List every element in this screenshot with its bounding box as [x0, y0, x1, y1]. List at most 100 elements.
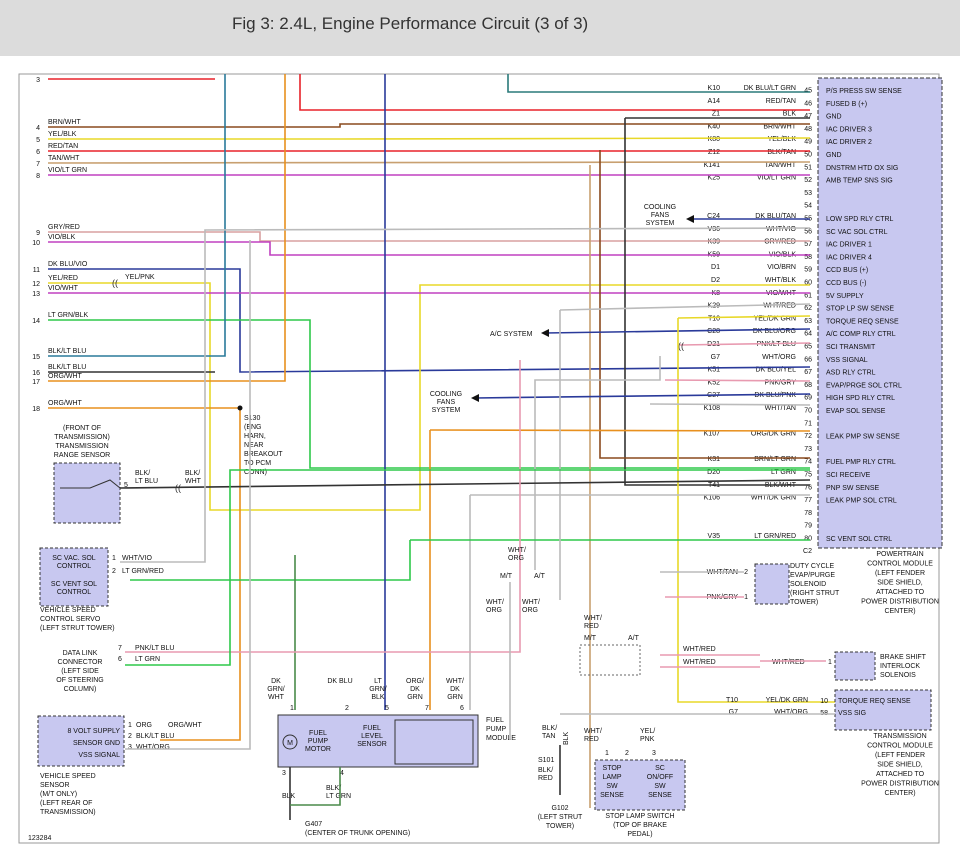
brake-wire-bottom: WHT/RED — [683, 659, 716, 666]
pcm-pin-label: SC VENT SOL CTRL — [826, 536, 892, 543]
pcm-wire-color: LT GRN/RED — [754, 533, 796, 540]
splice-s130 — [237, 405, 243, 411]
brake-shift-box — [834, 651, 876, 681]
wire-wht-org-vss — [534, 356, 661, 570]
splice-s130-label: HARN, — [244, 433, 266, 440]
pcm-pin-number: 63 — [804, 318, 812, 325]
wire-color-label: YEL/BLK — [48, 131, 77, 138]
pcm-pin-label: AMB TEMP SNS SIG — [826, 178, 893, 185]
wire-pnk-lt-blu-dlc — [125, 360, 521, 653]
pcm-wire-code: A14 — [708, 98, 721, 105]
fuel-pump-module — [277, 714, 479, 768]
blk-red-label: RED — [538, 775, 553, 782]
tcm-wire-color: WHT/ORG — [774, 709, 808, 716]
brake-wire-right: WHT/RED — [772, 659, 805, 666]
pcm-wire-code: T10 — [708, 315, 720, 322]
fuel-wire-label: GRN/ — [267, 686, 285, 693]
pcm-caption: SIDE SHIELD, — [877, 580, 923, 587]
pcm-pin-number: 77 — [804, 497, 812, 504]
wire-lt-grn-red — [130, 540, 411, 581]
dlc-label: DATA LINK — [63, 650, 98, 657]
yel-pnk-label: YEL/PNK — [125, 274, 155, 281]
pcm-pin-number: 62 — [804, 305, 812, 312]
connector-pin-number: 15 — [32, 354, 40, 361]
stop-mt-label: M/T — [584, 635, 597, 642]
pcm-pin-number: 48 — [804, 126, 812, 133]
pcm-pin-label: FUSED B (+) — [826, 101, 867, 108]
vss-pin: 2 — [128, 733, 132, 740]
servo-pin: 2 — [112, 568, 116, 575]
pcm-wire-color: GRY/RED — [764, 239, 796, 246]
pcm-wire-color: DK BLU/TAN — [755, 213, 796, 220]
pcm-wire-color: RED/TAN — [766, 98, 796, 105]
fuel-wire-label: LT — [374, 678, 382, 685]
mt-label: M/T — [500, 573, 513, 580]
servo-wire-color: LT GRN/RED — [122, 568, 164, 575]
s101-label: S101 — [538, 757, 554, 764]
pcm-wire-color: TAN/WHT — [765, 162, 797, 169]
evap-pin: 2 — [744, 569, 748, 576]
pcm-pin-number: 75 — [804, 472, 812, 479]
wire-color-label: BLK/LT BLU — [48, 364, 86, 371]
arrow-cooling-1 — [686, 215, 694, 223]
wht-org-left-label: WHT/ — [486, 599, 504, 606]
pcm-pin-number: 78 — [804, 510, 812, 517]
pcm-pin-label: ASD RLY CTRL — [826, 370, 876, 377]
tcm-caption: CENTER) — [884, 790, 915, 797]
wire-lt-grn-dlc — [125, 469, 810, 666]
vss-wire-color: WHT/ORG — [136, 744, 170, 751]
connector-pin-number: 3 — [36, 77, 40, 84]
wire-12-yel-red — [48, 282, 810, 511]
tcm-wire-color: YEL/DK GRN — [766, 697, 808, 704]
fuel-pin: 5 — [385, 705, 389, 712]
pcm-pin-label: IAC DRIVER 2 — [826, 139, 872, 146]
tcm-caption: POWER DISTRIBUTION — [861, 781, 939, 788]
servo-caption: (LEFT STRUT TOWER) — [40, 625, 115, 632]
pcm-wire-code: V36 — [708, 226, 721, 233]
wire-9-gry-red — [48, 231, 810, 242]
wire-fused-b — [299, 74, 810, 111]
pcm-pin-number: 52 — [804, 177, 812, 184]
dlc-label: OF STEERING — [56, 677, 103, 684]
connector-pin-number: 11 — [33, 267, 40, 274]
pcm-pin-number: 60 — [804, 280, 812, 287]
fuel-blk-lt-grn-label: LT GRN — [326, 793, 351, 800]
connector-pin-number: 18 — [32, 406, 40, 413]
tcm-caption: TRANSMISSION — [873, 733, 926, 740]
trs-label: (FRONT OF — [63, 425, 101, 432]
pcm-wire-code: V35 — [708, 533, 721, 540]
dlc-wire-color: PNK/LT BLU — [135, 645, 174, 652]
brake-shift-label: INTERLOCK — [880, 663, 920, 670]
tcm-pin-label: VSS SIG — [838, 710, 866, 717]
trs-pin: 5 — [124, 482, 128, 489]
pcm-pin-number: 51 — [804, 164, 812, 171]
wire-blk-wht — [624, 118, 810, 486]
connector-pin-number: 13 — [32, 291, 40, 298]
fuel-wire-label: GRN/ — [369, 686, 387, 693]
trs-label: RANGE SENSOR — [54, 452, 110, 459]
pcm-pin-number: 46 — [804, 100, 812, 107]
fuel-wire-label: BLK — [371, 694, 385, 701]
tcm-wire-code: T10 — [726, 697, 738, 704]
fuel-relay-box — [394, 719, 474, 765]
wire-color-label: BRN/WHT — [48, 119, 81, 126]
vss-caption: (LEFT REAR OF — [40, 800, 92, 807]
pcm-wire-color: DK BLU/YEL — [756, 367, 797, 374]
cooling-fans-label-1: COOLING — [644, 204, 676, 211]
pcm-pin-number: 80 — [804, 536, 812, 543]
pcm-caption: (LEFT FENDER — [875, 570, 925, 577]
blk-label: BLK — [563, 731, 570, 745]
pcm-wire-code: D2 — [711, 277, 720, 284]
pcm-wire-color: PNK/GRY — [765, 379, 797, 386]
wire-color-label: YEL/RED — [48, 275, 78, 282]
ac-system-label: A/C SYSTEM — [490, 331, 533, 338]
pcm-wire-color: WHT/RED — [763, 303, 796, 310]
servo-line: CONTROL — [57, 563, 91, 570]
stop-lamp-top-label: RED — [584, 623, 599, 630]
stop-right-box-label: SENSE — [648, 792, 672, 799]
pcm-wire-code: K31 — [708, 456, 721, 463]
wire-stop-lp — [559, 303, 811, 311]
servo-caption: CONTROL SERVO — [40, 616, 101, 623]
trs-label: TRANSMISSION — [55, 443, 108, 450]
